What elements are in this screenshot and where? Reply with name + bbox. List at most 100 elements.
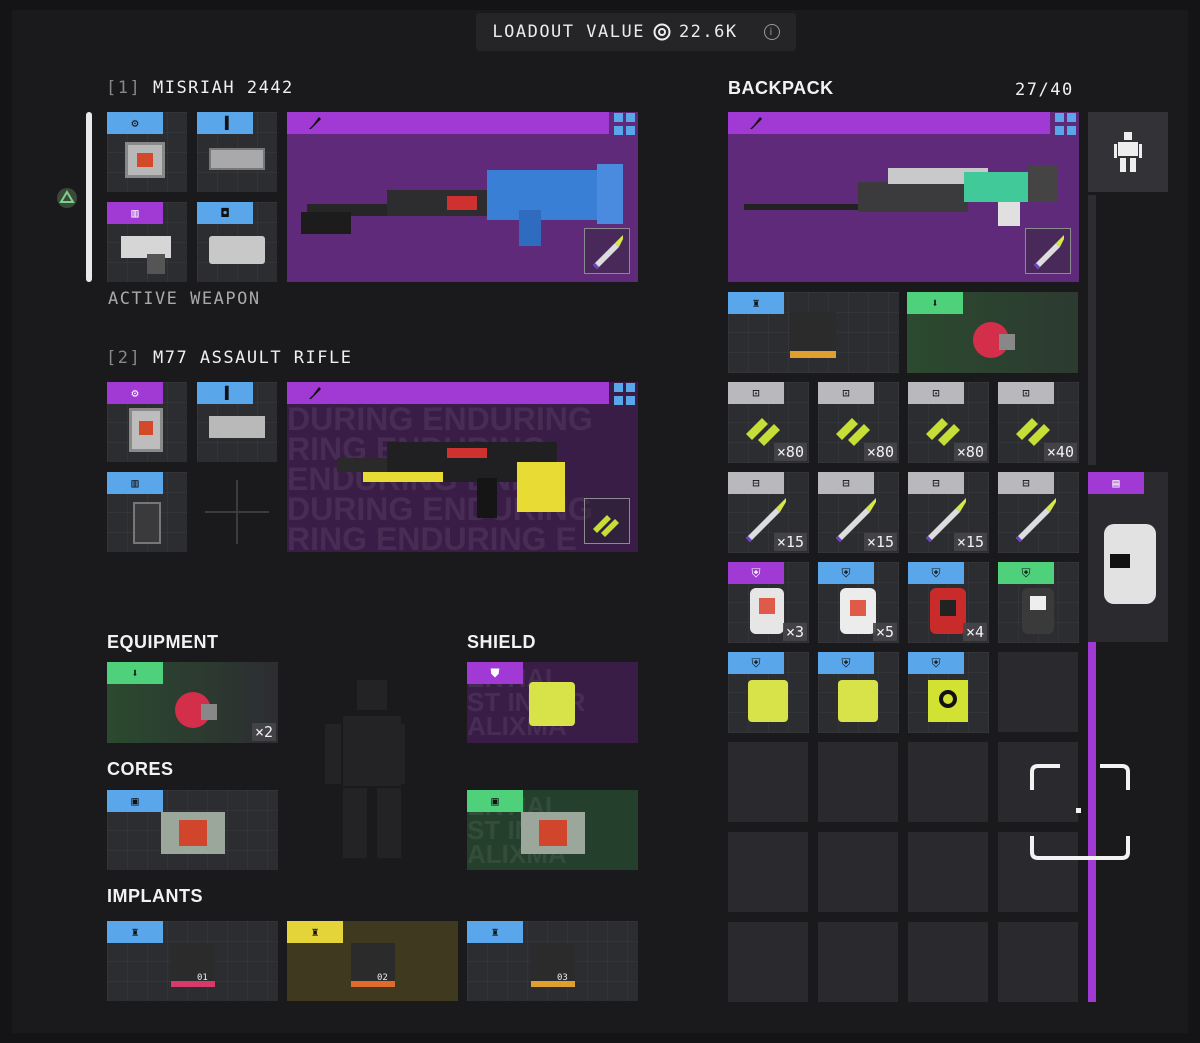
backpack-energy-ammo-item[interactable]: ⊟ ×15 [728, 472, 809, 553]
stim-image [1022, 588, 1054, 634]
grid-view-icon[interactable] [1055, 113, 1077, 135]
backpack-consumable-item[interactable]: ⛨ [908, 652, 989, 733]
core-icon: ▣ [467, 790, 523, 812]
secondary-mod-chip-slot[interactable]: ⚙ [107, 382, 187, 462]
backpack-icon: ▤ [1088, 472, 1144, 494]
empty-backpack-slot[interactable] [998, 922, 1078, 1002]
energy-round-icon [746, 498, 786, 542]
bg-text-line: RING ENDURING E [287, 521, 577, 552]
core-icon: ▣ [107, 790, 163, 812]
empty-backpack-slot[interactable] [998, 652, 1078, 732]
magazine-icon: ▥ [107, 472, 163, 494]
energy-ammo-icon: ⊟ [728, 472, 784, 494]
empty-mod-slot[interactable] [197, 472, 277, 552]
backpack-equip-slot[interactable]: ▤ [1088, 472, 1168, 642]
grid-view-icon[interactable] [614, 113, 636, 135]
empty-backpack-slot[interactable] [818, 742, 898, 822]
empty-backpack-slot[interactable] [908, 832, 988, 912]
empty-backpack-slot[interactable] [728, 742, 808, 822]
backpack-weapon-ammo-slot[interactable] [1025, 228, 1071, 274]
energy-ammo-icon: ⊟ [818, 472, 874, 494]
backpack-consumable-item[interactable]: ⛨ [728, 652, 809, 733]
empty-backpack-slot[interactable] [998, 832, 1078, 912]
backpack-energy-ammo-item[interactable]: ⊟ [998, 472, 1079, 553]
core-slot-2[interactable]: ERTIAL ST INTER ALIXMA ▣ [467, 790, 638, 870]
item-count: ×4 [962, 623, 987, 641]
backpack-ammo-item[interactable]: ⊡ ×80 [818, 382, 899, 463]
implant-item-image [351, 943, 395, 987]
empty-backpack-slot[interactable] [908, 922, 988, 1002]
implant-slot-2[interactable]: ♜ 02 [287, 921, 458, 1001]
primary-mod-barrel-slot[interactable]: ▐ [197, 112, 277, 192]
empty-backpack-slot[interactable] [818, 922, 898, 1002]
consumable-icon: ⛨ [728, 652, 784, 674]
backpack-consumable-item[interactable]: ⛨ ×3 [728, 562, 809, 643]
implant-item-image [790, 312, 836, 358]
barrel-icon: ▐ [197, 382, 253, 404]
equipment-title: EQUIPMENT [107, 632, 219, 652]
primary-mod-chip-slot[interactable]: ⚙ [107, 112, 187, 192]
medkit-image [840, 588, 876, 634]
backpack-implant-item[interactable]: ♜ [728, 292, 899, 373]
empty-backpack-slot[interactable] [818, 832, 898, 912]
ammo-icon: ⊡ [818, 382, 874, 404]
bg-text-line: DURING ENDURING [287, 401, 593, 437]
empty-backpack-slot[interactable] [908, 742, 988, 822]
energy-ammo-icon: ⊟ [998, 472, 1054, 494]
info-icon[interactable]: i [763, 24, 780, 40]
implant-icon: ♜ [728, 292, 784, 314]
grenade-icon [175, 692, 217, 728]
triangle-button-icon[interactable] [56, 187, 78, 209]
implant-item-image [531, 943, 575, 987]
consumable-icon: ⛨ [908, 562, 964, 584]
equipment-slot[interactable]: ⬇ ×2 [107, 662, 278, 743]
backpack-ammo-item[interactable]: ⊡ ×80 [908, 382, 989, 463]
secondary-weapon-card[interactable]: DURING ENDURING RING ENDURING ENDURING E… [287, 382, 638, 552]
battery-image [928, 680, 968, 722]
backpack-consumable-item[interactable]: ⛨ [998, 562, 1079, 643]
energy-round-icon [926, 498, 966, 542]
shield-slot[interactable]: ERTIAL ST INTER ALIXMA ⛊ [467, 662, 638, 743]
empty-backpack-slot[interactable] [998, 742, 1078, 822]
backpack-scroll-thumb[interactable] [1088, 642, 1096, 1002]
drop-target-icon[interactable] [1028, 760, 1132, 864]
medkit-image [750, 588, 784, 634]
backpack-consumable-item[interactable]: ⛨ ×4 [908, 562, 989, 643]
secondary-mod-magazine-slot[interactable]: ▥ [107, 472, 187, 552]
backpack-energy-ammo-item[interactable]: ⊟ ×15 [818, 472, 899, 553]
backpack-ammo-item[interactable]: ⊡ ×80 [728, 382, 809, 463]
primary-slot-index: [1] [106, 78, 142, 98]
primary-mod-optic-slot[interactable]: ◘ [197, 202, 277, 282]
consumable-icon: ⛨ [728, 562, 784, 584]
secondary-ammo-slot[interactable] [584, 498, 630, 544]
weapon-scrollbar[interactable] [86, 112, 92, 282]
empty-backpack-slot[interactable] [728, 922, 808, 1002]
primary-ammo-slot[interactable] [584, 228, 630, 274]
primary-mod-magazine-slot[interactable]: ▥ [107, 202, 187, 282]
backpack-consumable-item[interactable]: ⛨ [818, 652, 899, 733]
chip-icon: ⚙ [107, 382, 163, 404]
consumable-icon: ⛨ [998, 562, 1054, 584]
loadout-value-bar: LOADOUT VALUE 22.6K i [476, 13, 796, 51]
primary-weapon-card[interactable] [287, 112, 638, 282]
shield-icon: ⛊ [467, 662, 523, 684]
barrel-icon: ▐ [197, 112, 253, 134]
grid-view-icon[interactable] [614, 383, 636, 405]
backpack-scroll-track[interactable] [1088, 195, 1096, 465]
core-slot-1[interactable]: ▣ [107, 790, 278, 870]
rounds-icon [1016, 418, 1050, 446]
energy-ammo-icon: ⊟ [908, 472, 964, 494]
secondary-weapon-image [337, 442, 565, 518]
secondary-mod-barrel-slot[interactable]: ▐ [197, 382, 277, 462]
implant-slot-1[interactable]: ♜ 01 [107, 921, 278, 1001]
item-count: ×80 [863, 443, 897, 461]
empty-backpack-slot[interactable] [728, 832, 808, 912]
implant-icon: ♜ [467, 921, 523, 943]
backpack-weapon-card[interactable] [728, 112, 1079, 282]
backpack-grenade-item[interactable]: ⬇ [907, 292, 1078, 373]
backpack-energy-ammo-item[interactable]: ⊟ ×15 [908, 472, 989, 553]
backpack-ammo-item[interactable]: ⊡ ×40 [998, 382, 1079, 463]
character-tab[interactable] [1088, 112, 1168, 192]
implant-slot-3[interactable]: ♜ 03 [467, 921, 638, 1001]
backpack-consumable-item[interactable]: ⛨ ×5 [818, 562, 899, 643]
